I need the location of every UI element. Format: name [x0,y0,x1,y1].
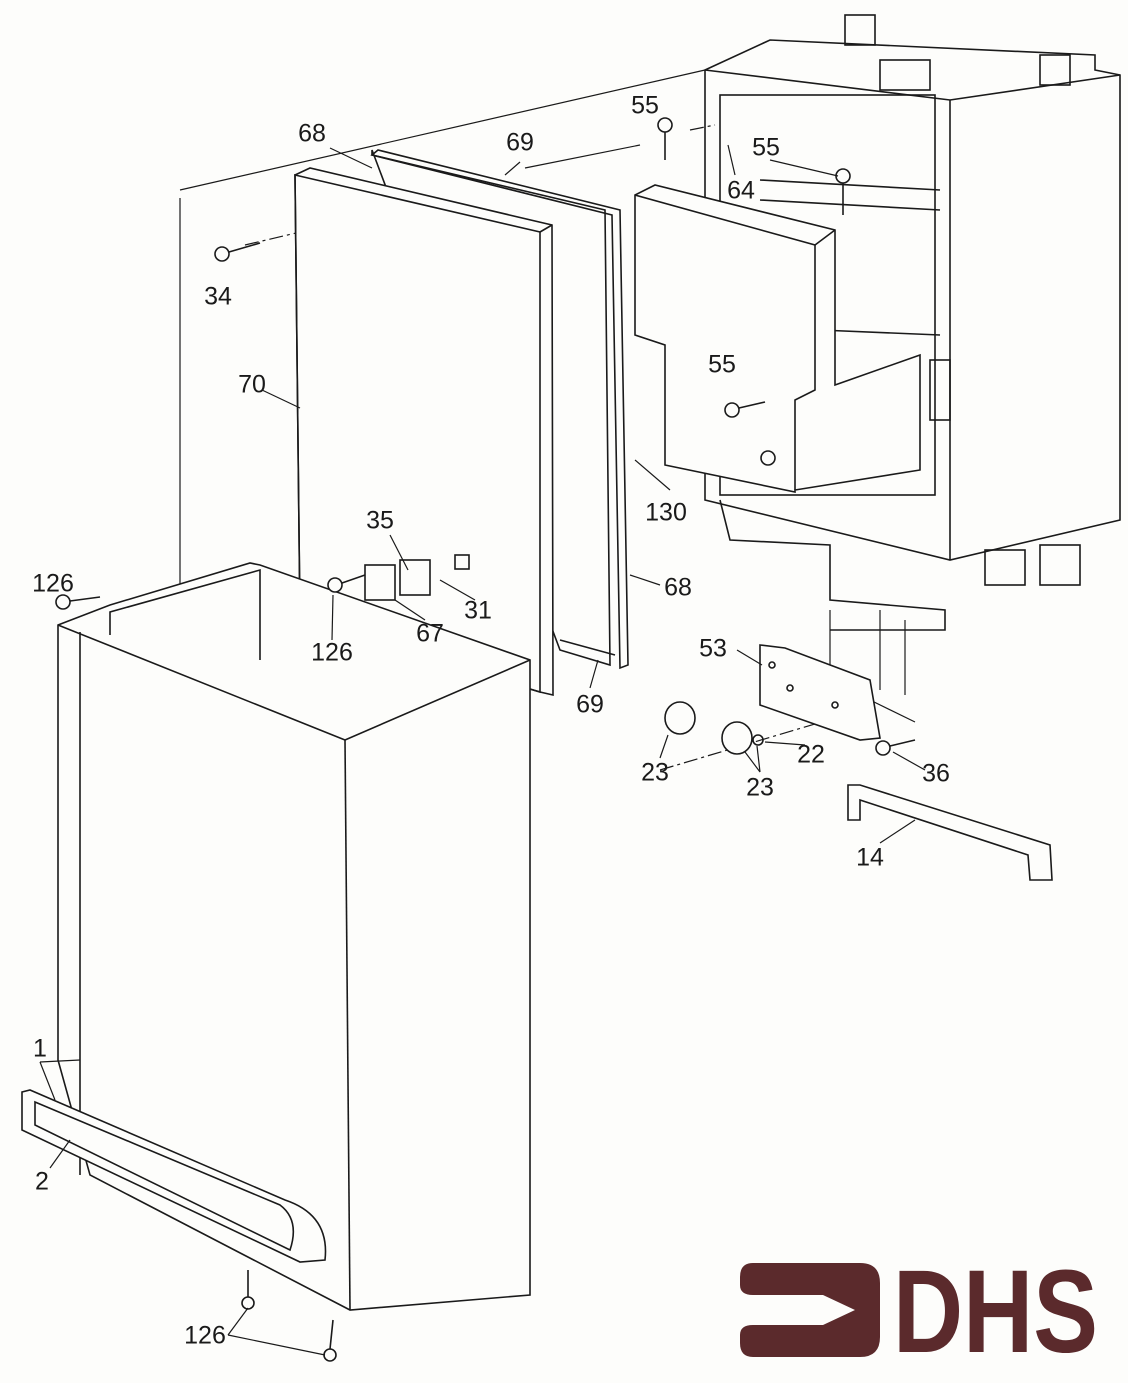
control-cover-130 [634,184,921,493]
leader-lines [39,144,926,1356]
outer-casing [57,562,531,1311]
part-label-130: 130 [645,498,687,527]
part-label-36: 36 [922,759,950,788]
svg-text:DHS: DHS [893,1255,1098,1365]
handle-strip [21,1089,327,1263]
bar-14 [847,784,1053,881]
dhs-logo: DHS [740,1255,1098,1365]
part-label-53: 53 [699,634,727,663]
part-label-35: 35 [366,506,394,535]
part-label-69: 69 [506,128,534,157]
part-label-69: 69 [576,690,604,719]
part-label-67: 67 [416,619,444,648]
seal-frame [370,149,629,670]
part-label-23: 23 [746,773,774,802]
part-label-22: 22 [797,740,825,769]
part-label-64: 64 [727,176,755,205]
part-label-68: 68 [298,119,326,148]
part-label-2: 2 [35,1167,49,1196]
part-label-31: 31 [464,596,492,625]
part-label-70: 70 [238,370,266,399]
part-label-68: 68 [664,573,692,602]
screws [55,117,916,1362]
part-label-34: 34 [204,282,232,311]
part-label-23: 23 [641,758,669,787]
knobs [664,701,764,755]
bracket-53 [759,644,881,741]
part-label-55: 55 [708,350,736,379]
part-label-55: 55 [752,133,780,162]
front-panel-70 [294,167,554,697]
part-label-126: 126 [184,1321,226,1350]
part-label-126: 126 [311,638,353,667]
part-label-14: 14 [856,843,884,872]
part-label-55: 55 [631,91,659,120]
part-label-1: 1 [33,1034,47,1063]
part-label-126: 126 [32,569,74,598]
